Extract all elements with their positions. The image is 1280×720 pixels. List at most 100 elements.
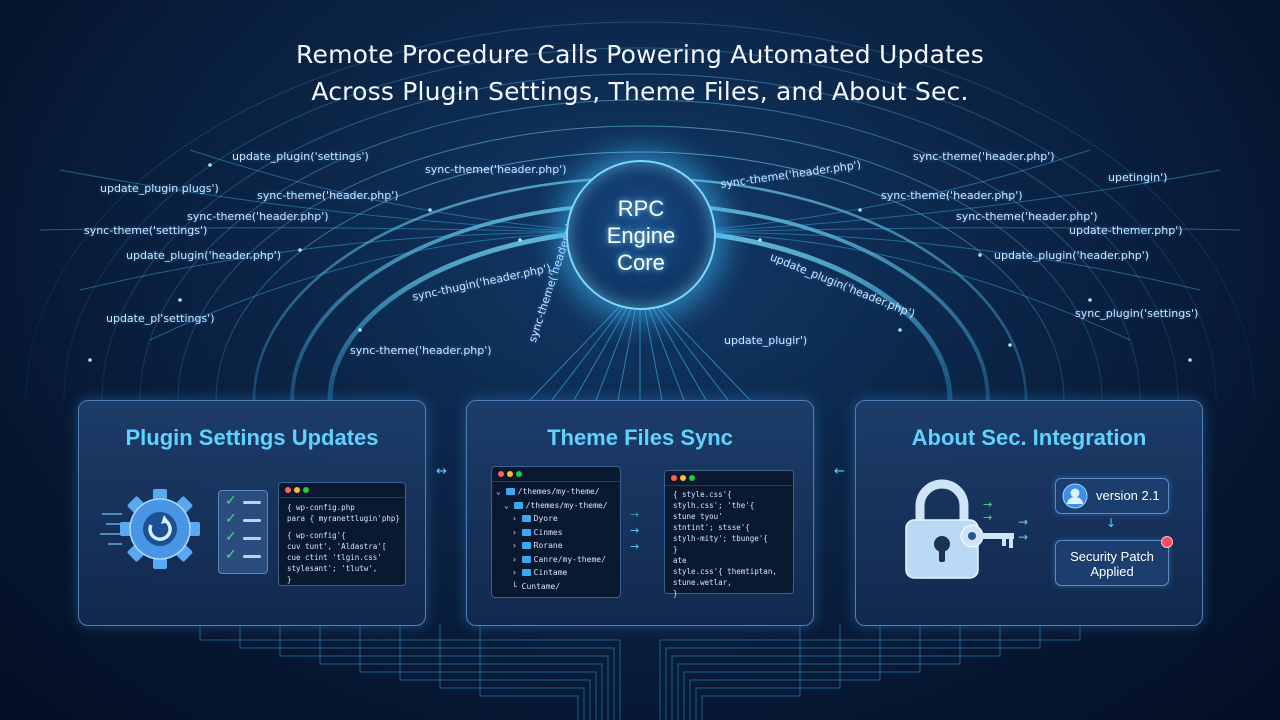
arc-line: [215, 151, 1065, 401]
folder-icon: [505, 488, 515, 495]
code-line: }: [287, 575, 292, 584]
core-line-3: Core: [617, 249, 665, 275]
fan-line: [573, 305, 629, 401]
fan-line: [639, 169, 1221, 235]
fan-line: [655, 305, 729, 401]
version-text: version 2.1: [1096, 488, 1160, 503]
code-line: ate: [673, 556, 687, 565]
spark-dot: [898, 328, 902, 332]
fan-line: [39, 227, 641, 235]
arrow-icon: ↔: [436, 464, 447, 479]
fan-line: [595, 305, 633, 401]
circuit-line: [439, 624, 585, 720]
fan-line: [79, 232, 641, 291]
spark-dot: [1008, 343, 1012, 347]
circuit-line: [359, 624, 597, 720]
theme-card-title: Theme Files Sync: [547, 425, 733, 450]
arrow-icon: ↓: [1106, 516, 1117, 530]
spark-dot: [358, 328, 362, 332]
rpc-label: update_plugin('header.php'): [126, 249, 282, 262]
rpc-label: sync-theme('header.php'): [881, 189, 1023, 202]
spark-dot: [858, 208, 862, 212]
spark-dot: [88, 358, 92, 362]
tree-row: ⌄ /themes/my-theme/: [496, 487, 600, 496]
security-card-title: About Sec. Integration: [911, 425, 1147, 450]
security-patch-badge: Security Patch Applied: [1055, 536, 1173, 586]
folder-icon: [521, 528, 531, 536]
code-line: style.css'{ themtiptan,: [673, 567, 777, 576]
fan-line: [659, 305, 751, 401]
code-line: stntint'; stsse'{: [673, 523, 750, 532]
circuit-line: [479, 624, 579, 720]
code-line: }: [673, 589, 678, 598]
rpc-label: sync-theme('header.php'): [425, 163, 567, 176]
rpc-label: sync-theme('header.php'): [187, 210, 329, 223]
code-line: { wp-config.php: [287, 503, 355, 512]
circuit-line: [683, 624, 921, 720]
spark-dot: [208, 163, 212, 167]
arc-line: [101, 73, 1179, 401]
code-line: { style.css'{: [673, 490, 732, 499]
spark-dot: [1088, 298, 1092, 302]
theme-code-window: { style.css'{ stylh.css'; 'the'{ stune t…: [664, 470, 794, 598]
arrow-icon: ←: [834, 464, 845, 479]
arc-line: [63, 47, 1217, 401]
fan-line: [617, 305, 637, 401]
rpc-engine-core: RPC Engine Core: [566, 160, 716, 310]
circuit-line: [279, 624, 609, 720]
circuit-line: [399, 624, 591, 720]
code-line: stylh.css'; 'the'{: [673, 501, 755, 510]
rpc-label: sync-theme('header.php'): [350, 344, 492, 357]
rpc-label: sync-theme('header.php'): [257, 189, 399, 202]
spark-dot: [428, 208, 432, 212]
arrow-icon: →: [630, 524, 640, 537]
plugin-card-title: Plugin Settings Updates: [125, 425, 379, 450]
arc-line: [139, 99, 1141, 401]
core-line-1: RPC: [617, 195, 665, 221]
spark-dot: [758, 238, 762, 242]
rpc-label: update_plugin plugs'): [100, 182, 219, 195]
rpc-label: sync-theme('header.php'): [956, 210, 1098, 223]
fan-line: [551, 305, 625, 401]
code-line: }: [673, 545, 678, 554]
version-badge: version 2.1: [1055, 478, 1169, 514]
code-line: cue ctint 'tlgin.css': [287, 553, 382, 562]
rpc-label: update_plugin('settings'): [232, 150, 369, 163]
code-line: para { myranettlugin'php}: [287, 514, 400, 523]
fan-line: [639, 227, 1241, 235]
plugin-code-window: { wp-config.php para { myranettlugin'php…: [278, 482, 406, 586]
tree-row: › Rorane: [512, 541, 563, 550]
circuit-line: [665, 624, 1041, 720]
arrow-icon: →: [630, 540, 640, 553]
code-line: cuv tunt', 'Aldastra'[: [287, 542, 387, 551]
fan-line: [651, 305, 707, 401]
user-icon: [1062, 483, 1088, 509]
folder-icon: [521, 542, 531, 549]
rpc-label: update_plugir'): [724, 334, 808, 347]
code-line: { wp-config'{: [287, 531, 346, 540]
fan-line: [639, 232, 1201, 291]
circuit-line: [239, 624, 615, 720]
arc-line: [25, 21, 1255, 401]
rpc-label: upetingin'): [1108, 171, 1168, 184]
circuit-line: [695, 624, 841, 720]
tree-row: › Dyore: [512, 514, 558, 523]
code-line: stylesant'; 'tlutw',: [287, 564, 378, 573]
arc-line: [177, 125, 1103, 401]
rpc-label: update_pl'settings'): [106, 312, 215, 325]
tree-row: › Cintame: [512, 568, 568, 577]
circuit-line: [659, 624, 1081, 720]
folder-icon: [521, 515, 531, 522]
title-line-2: Across Plugin Settings, Theme Files, and…: [311, 77, 969, 106]
tree-row: ⌄ /themes/my-theme/: [504, 500, 608, 510]
patch-line-2: Applied: [1090, 564, 1134, 579]
rpc-label: update-themer.php'): [1069, 224, 1183, 237]
theme-tree-window: ⌄ /themes/my-theme/ ⌄ /themes/my-theme/ …: [491, 466, 621, 598]
spark-dot: [518, 238, 522, 242]
circuit-line: [199, 624, 621, 720]
rpc-label: sync-theme('header.php'): [913, 150, 1055, 163]
spark-dot: [1188, 358, 1192, 362]
spark-dot: [298, 248, 302, 252]
gear-icon: [100, 489, 200, 569]
tree-row: › Cinmes: [512, 527, 563, 537]
